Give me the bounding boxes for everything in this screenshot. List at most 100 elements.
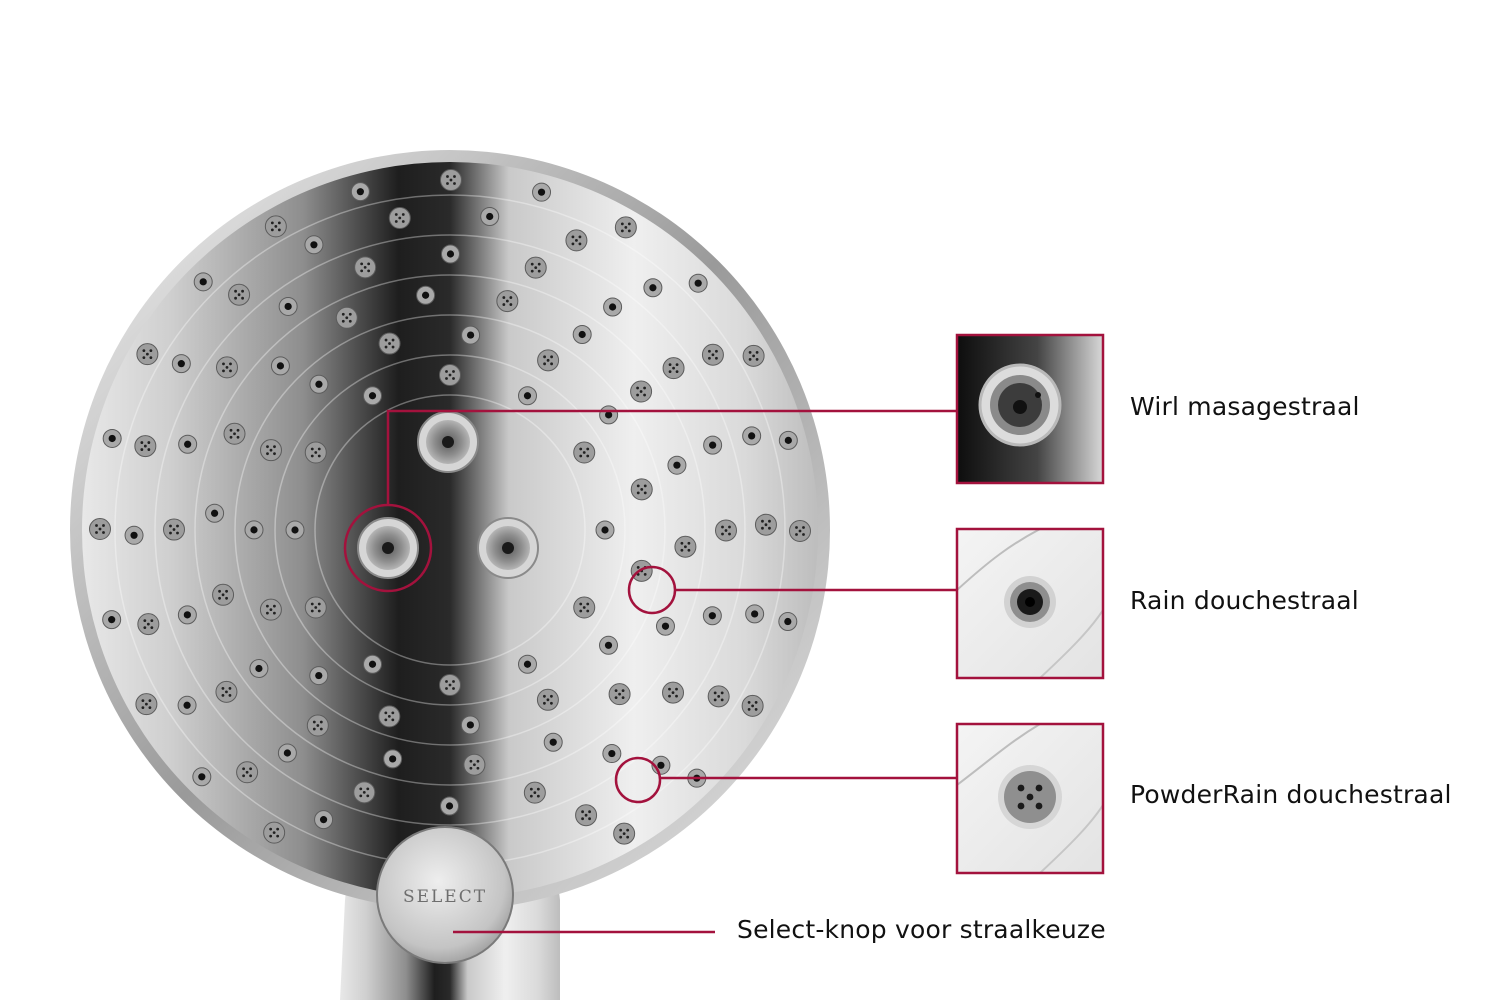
zoom-powderrain-box bbox=[955, 722, 1105, 875]
powderrain-nozzle bbox=[212, 583, 235, 606]
select-button[interactable]: SELECT bbox=[376, 826, 514, 964]
powderrain-nozzle bbox=[439, 674, 461, 696]
powderrain-nozzle bbox=[630, 559, 653, 582]
powderrain-nozzle bbox=[378, 705, 401, 728]
rain-nozzle bbox=[124, 525, 144, 545]
powderrain-nozzle bbox=[306, 714, 329, 737]
powderrain-nozzle bbox=[613, 822, 636, 845]
rain-nozzle bbox=[177, 695, 197, 715]
rain-nozzle bbox=[309, 666, 329, 686]
powderrain-nozzle bbox=[496, 290, 519, 313]
powderrain-nozzle bbox=[662, 681, 685, 704]
powderrain-nozzle bbox=[354, 256, 377, 279]
powderrain-nozzle bbox=[223, 422, 246, 445]
rain-nozzle bbox=[778, 612, 798, 632]
powderrain-nozzle bbox=[630, 478, 653, 501]
rain-nozzle bbox=[745, 604, 765, 624]
rain-nozzle bbox=[314, 810, 334, 830]
rain-nozzle bbox=[703, 435, 723, 455]
rain-nozzle bbox=[440, 244, 460, 264]
rain-nozzle bbox=[602, 744, 622, 764]
rain-nozzle bbox=[599, 635, 619, 655]
rain-nozzle bbox=[193, 272, 213, 292]
powderrain-nozzle bbox=[714, 519, 737, 542]
rain-nozzle bbox=[102, 610, 122, 630]
rain-nozzle bbox=[178, 434, 198, 454]
powderrain-nozzle bbox=[353, 781, 376, 804]
powderrain-nozzle bbox=[741, 694, 764, 717]
powderrain-nozzle bbox=[89, 518, 112, 541]
powderrain-nozzle bbox=[264, 215, 287, 238]
powderrain-nozzle bbox=[573, 596, 596, 619]
rain-nozzle bbox=[543, 732, 563, 752]
powderrain-nozzle bbox=[754, 513, 777, 536]
rain-nozzle bbox=[304, 235, 324, 255]
powderrain-nozzle bbox=[742, 344, 765, 367]
powderrain-nozzle bbox=[608, 683, 631, 706]
callout-powderrain bbox=[614, 756, 957, 804]
powderrain-nozzle bbox=[701, 343, 724, 366]
powderrain-nozzle bbox=[537, 349, 560, 372]
rain-nozzle bbox=[518, 386, 537, 406]
rain-nozzle bbox=[655, 616, 675, 636]
face-ring bbox=[194, 274, 706, 786]
rain-nozzle bbox=[643, 278, 663, 298]
rain-nozzle bbox=[177, 605, 197, 625]
rain-nozzle bbox=[460, 715, 480, 735]
powderrain-nozzle bbox=[304, 596, 327, 619]
label-wirl-masagestraal: Wirl masagestraal bbox=[1130, 392, 1360, 421]
label-select-knop: Select-knop voor straalkeuze bbox=[737, 915, 1106, 944]
powderrain-nozzle bbox=[259, 598, 282, 621]
rain-nozzle bbox=[461, 325, 481, 345]
powderrain-nozzle bbox=[524, 256, 547, 279]
rain-nozzle bbox=[532, 182, 552, 202]
powderrain-nozzle bbox=[575, 804, 598, 827]
rain-nozzle bbox=[244, 520, 264, 540]
rain-nozzle bbox=[363, 386, 382, 406]
powderrain-nozzle bbox=[439, 169, 462, 192]
rain-nozzle bbox=[603, 297, 623, 317]
powderrain-nozzle bbox=[614, 216, 637, 239]
callout-rain bbox=[627, 565, 957, 615]
rain-nozzle bbox=[350, 182, 370, 202]
wirl-nozzles bbox=[357, 411, 539, 579]
powderrain-nozzle bbox=[304, 441, 327, 464]
rain-nozzle bbox=[171, 354, 191, 374]
face-ring bbox=[274, 354, 626, 706]
rain-nozzle bbox=[249, 659, 269, 679]
zoom-rain-box bbox=[955, 527, 1105, 680]
rain-nozzle bbox=[192, 767, 212, 787]
rain-nozzle bbox=[667, 455, 687, 475]
callout-wirl bbox=[343, 409, 957, 593]
rain-nozzle bbox=[285, 520, 305, 540]
rain-nozzle bbox=[440, 796, 460, 816]
shower-head-face bbox=[82, 162, 818, 898]
powderrain-nozzle bbox=[565, 229, 588, 252]
rain-nozzle bbox=[742, 426, 762, 446]
wirl-nozzle bbox=[417, 411, 479, 473]
powderrain-nozzle bbox=[378, 332, 401, 355]
powderrain-nozzle bbox=[788, 519, 811, 542]
rain-nozzle bbox=[595, 520, 615, 540]
rain-nozzle bbox=[480, 207, 500, 227]
powderrain-nozzle bbox=[135, 693, 158, 716]
rain-nozzle bbox=[270, 356, 290, 376]
powderrain-nozzle bbox=[134, 435, 157, 458]
label-powderrain-douchestraal: PowderRain douchestraal bbox=[1130, 780, 1452, 809]
rain-nozzle bbox=[278, 296, 298, 316]
powderrain-nozzle bbox=[228, 283, 251, 306]
rain-nozzle bbox=[702, 606, 722, 626]
rain-nozzle bbox=[778, 430, 798, 450]
powderrain-nozzle bbox=[137, 613, 160, 636]
rain-nozzle bbox=[518, 654, 537, 674]
wirl-nozzle bbox=[357, 517, 419, 579]
powderrain-nozzle bbox=[236, 761, 259, 784]
powderrain-nozzle bbox=[523, 781, 546, 804]
powderrain-nozzle bbox=[136, 343, 159, 366]
powderrain-nozzle bbox=[335, 306, 358, 329]
face-ring bbox=[154, 234, 746, 826]
face-ring bbox=[314, 394, 586, 666]
rain-nozzle bbox=[277, 743, 297, 763]
